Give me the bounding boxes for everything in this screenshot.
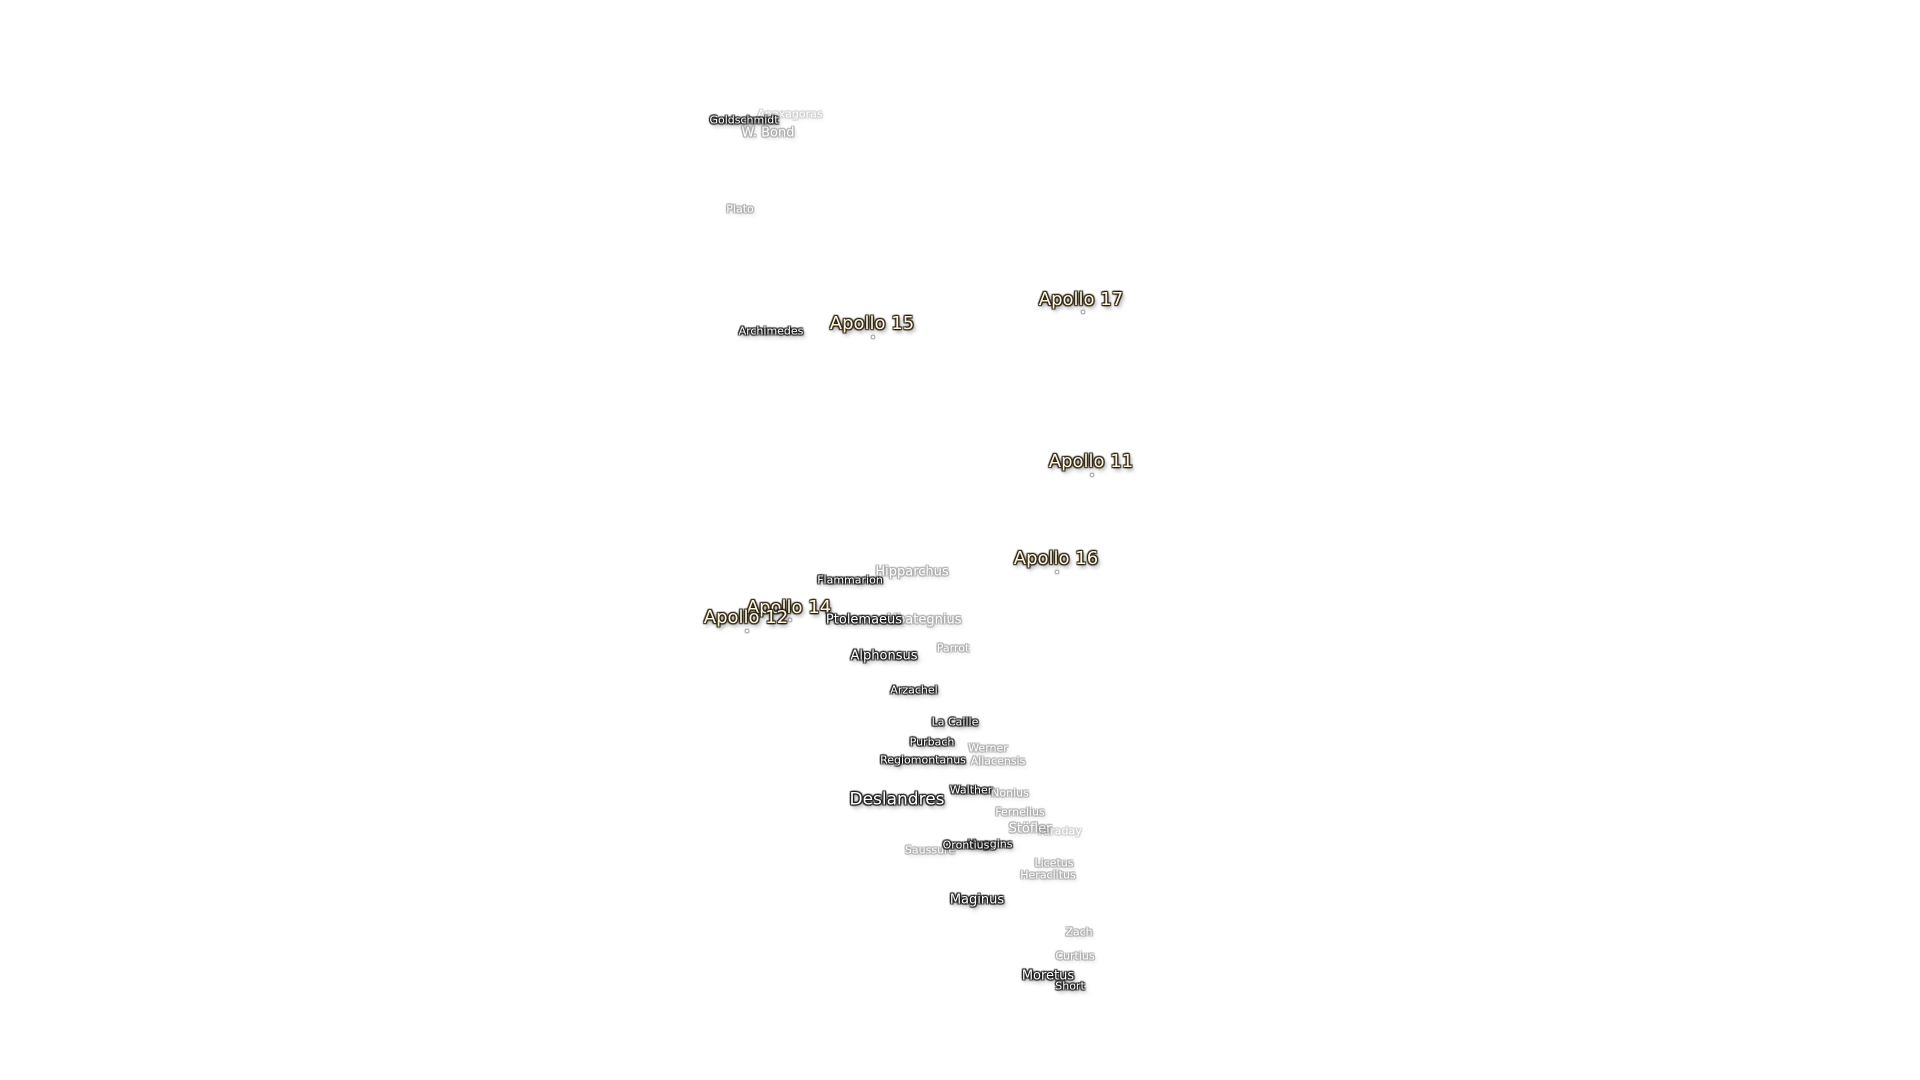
crater-label-regiomontanus[interactable]: Regiomontanus bbox=[880, 753, 966, 767]
crater-label-nonius[interactable]: Nonius bbox=[991, 786, 1029, 800]
crater-label-goldschmidt[interactable]: Goldschmidt bbox=[709, 113, 779, 127]
crater-label-anaxagoras[interactable]: Anaxagoras bbox=[757, 107, 823, 121]
apollo-17-site-marker[interactable] bbox=[1081, 310, 1085, 314]
crater-label-flammarion[interactable]: Flammarion bbox=[817, 573, 883, 587]
apollo-12-label[interactable]: Apollo 12 bbox=[703, 607, 789, 628]
apollo-11-site-marker[interactable] bbox=[1090, 473, 1094, 477]
crater-label-saussure[interactable]: Saussure bbox=[904, 843, 956, 857]
apollo-14-site-marker[interactable] bbox=[788, 618, 792, 622]
crater-label-albategnius[interactable]: Albategnius bbox=[884, 612, 962, 628]
crater-label-parrot[interactable]: Parrot bbox=[936, 641, 970, 655]
crater-label-w-bond[interactable]: W. Bond bbox=[741, 125, 795, 141]
crater-label-licetus[interactable]: Licetus bbox=[1034, 856, 1074, 870]
crater-label-alphonsus[interactable]: Alphonsus bbox=[850, 648, 918, 664]
crater-label-hipparchus[interactable]: Hipparchus bbox=[875, 564, 949, 580]
crater-label-zach[interactable]: Zach bbox=[1065, 925, 1093, 939]
crater-label-heraclitus[interactable]: Heraclitus bbox=[1020, 868, 1076, 882]
apollo-16-site-marker[interactable] bbox=[1055, 570, 1059, 574]
crater-label-faraday[interactable]: Faraday bbox=[1038, 824, 1082, 838]
apollo-15-label[interactable]: Apollo 15 bbox=[829, 313, 915, 334]
crater-label-plato[interactable]: Plato bbox=[726, 202, 754, 216]
crater-label-curtius[interactable]: Curtius bbox=[1055, 949, 1095, 963]
apollo-17-label[interactable]: Apollo 17 bbox=[1038, 289, 1124, 310]
apollo-14-label[interactable]: Apollo 14 bbox=[746, 597, 832, 618]
crater-label-archimedes[interactable]: Archimedes bbox=[738, 324, 804, 338]
apollo-16-label[interactable]: Apollo 16 bbox=[1013, 548, 1099, 569]
crater-label-stofler[interactable]: Stöfler bbox=[1008, 821, 1052, 837]
crater-label-arzachel[interactable]: Arzachel bbox=[890, 683, 938, 697]
apollo-11-label[interactable]: Apollo 11 bbox=[1048, 451, 1134, 472]
crater-label-ptolemaeus[interactable]: Ptolemaeus bbox=[825, 612, 903, 628]
crater-label-short[interactable]: Short bbox=[1055, 979, 1085, 993]
apollo-15-site-marker[interactable] bbox=[871, 335, 875, 339]
crater-label-moretus[interactable]: Moretus bbox=[1021, 968, 1075, 984]
crater-label-maginus[interactable]: Maginus bbox=[949, 892, 1005, 908]
crater-label-orontius[interactable]: Orontius bbox=[942, 838, 990, 852]
crater-label-huggins[interactable]: Huggins bbox=[967, 837, 1013, 851]
crater-label-purbach[interactable]: Purbach bbox=[909, 735, 955, 749]
crater-label-la-caille[interactable]: La Caille bbox=[931, 715, 979, 729]
crater-label-werner[interactable]: Werner bbox=[968, 741, 1008, 755]
crater-label-aliacensis[interactable]: Aliacensis bbox=[970, 754, 1026, 768]
apollo-12-site-marker[interactable] bbox=[745, 629, 749, 633]
crater-label-walther[interactable]: Walther bbox=[949, 783, 993, 797]
crater-label-fernelius[interactable]: Fernelius bbox=[995, 805, 1045, 819]
crater-label-deslandres[interactable]: Deslandres bbox=[849, 789, 945, 810]
